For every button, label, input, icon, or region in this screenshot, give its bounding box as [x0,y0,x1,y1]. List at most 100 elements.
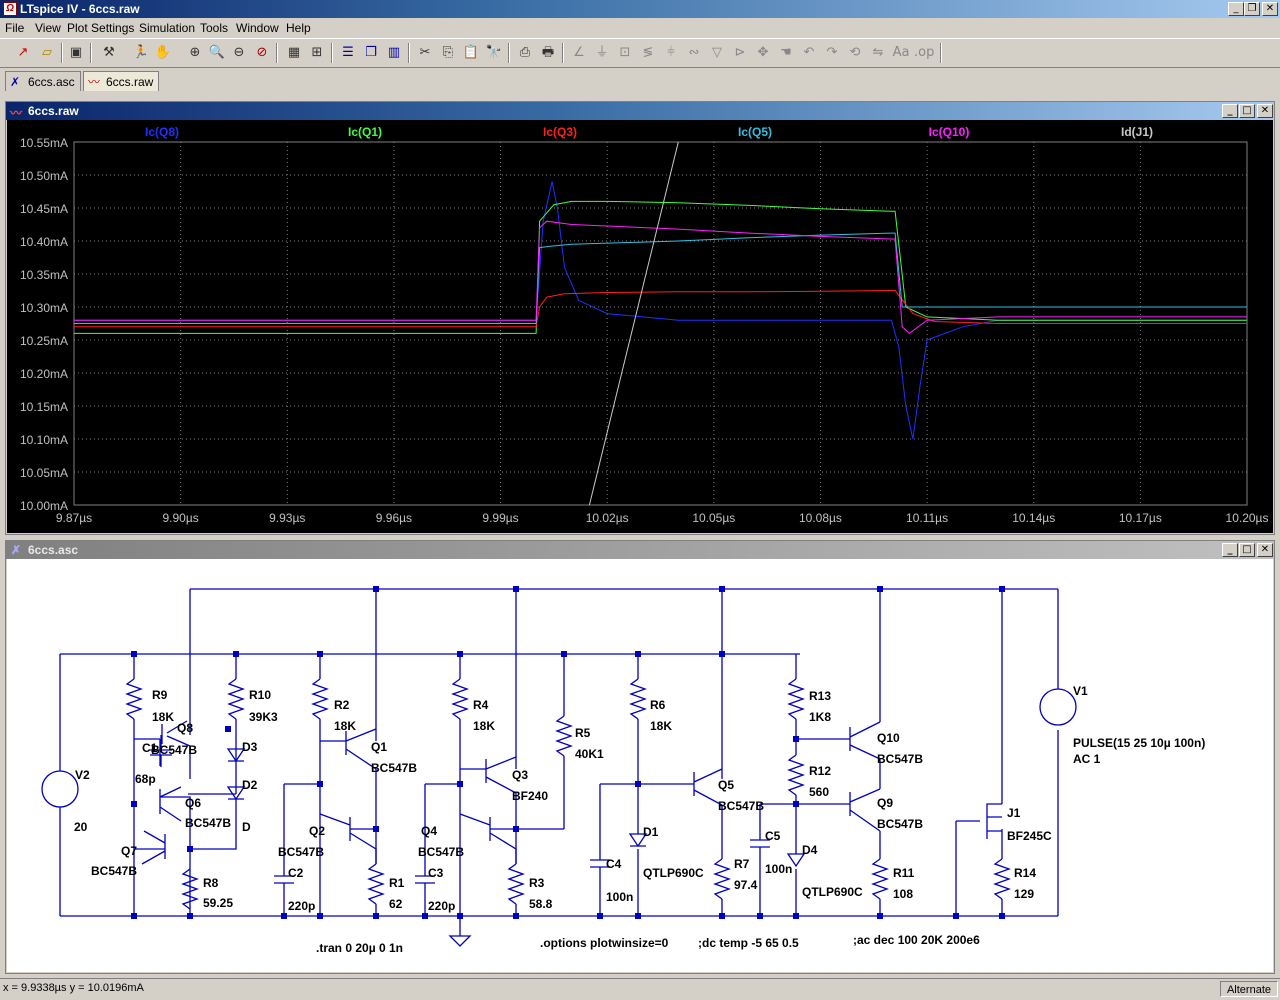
component-label[interactable]: J1 [1007,806,1021,820]
legend-icq8[interactable]: Ic(Q8) [145,125,179,139]
tab-schematic[interactable]: ✗ 6ccs.asc [5,71,81,91]
component-label[interactable]: PULSE(15 25 10µ 100n) [1073,736,1205,750]
component-label[interactable]: BC547B [877,752,923,766]
menu-window[interactable]: Window [236,21,279,35]
menu-file[interactable]: File [5,21,25,35]
wire-icon[interactable]: ∠ [573,45,585,60]
redo-icon[interactable]: ↷ [826,45,838,60]
component-label[interactable]: 108 [893,887,913,901]
component-label[interactable]: R1 [389,876,405,890]
copy-icon[interactable]: ⎘ [442,45,454,60]
plot-close-button[interactable]: ✕ [1257,104,1273,118]
menu-simulation[interactable]: Simulation [139,21,196,35]
spice-directive[interactable]: .options plotwinsize=0 [540,936,669,950]
component-label[interactable]: BC547B [371,761,417,775]
component-label[interactable]: R7 [734,857,750,871]
component-label[interactable]: Q5 [718,778,734,792]
component-label[interactable]: Q9 [877,796,893,810]
component-label[interactable]: R4 [473,698,489,712]
component-label[interactable]: C3 [428,866,444,880]
component-label[interactable]: R3 [529,876,545,890]
spice-directive[interactable]: .tran 0 20µ 0 1n [316,941,403,955]
grid-icon[interactable]: ⊞ [311,45,323,60]
component-label[interactable]: QTLP690C [802,885,863,899]
legend-icq5[interactable]: Ic(Q5) [738,125,772,139]
component-label[interactable]: Q2 [309,824,325,838]
component-label[interactable]: Q8 [177,721,193,735]
legend-icq1[interactable]: Ic(Q1) [348,125,382,139]
menu-view[interactable]: View [35,21,61,35]
tile-vertical-icon[interactable]: ▥ [387,45,401,60]
label-icon[interactable]: ⊡ [619,45,631,60]
zoom-box-icon[interactable]: 🔍 [208,45,226,60]
component-label[interactable]: D4 [802,843,818,857]
menu-plot-settings[interactable]: Plot Settings [67,21,135,35]
legend-icq3[interactable]: Ic(Q3) [543,125,577,139]
autorange-icon[interactable]: ▦ [287,45,301,60]
component-label[interactable]: 220p [288,899,315,913]
component-label[interactable]: 129 [1014,887,1034,901]
diode-icon[interactable]: ▽ [712,45,722,60]
component-label[interactable]: 1K8 [809,710,831,724]
minimize-button[interactable]: _ [1228,2,1244,16]
component-label[interactable]: Q6 [185,796,201,810]
waveform-window[interactable]: 〰 6ccs.raw _ □ ✕ Ic(Q8) Ic(Q1) Ic(Q3) Ic(Q5… [5,101,1275,535]
plot-minimize-button[interactable]: _ [1222,104,1238,118]
component-label[interactable]: Q3 [512,768,528,782]
component-label[interactable]: BF245C [1007,829,1052,843]
close-button[interactable]: ✕ [1262,2,1278,16]
component-label[interactable]: 68p [135,772,156,786]
component-label[interactable]: 39K3 [249,710,278,724]
new-schematic-icon[interactable]: ↗ [17,45,29,60]
zoom-fit-icon[interactable]: ⊘ [256,45,268,60]
component-label[interactable]: R13 [809,689,831,703]
spice-directive[interactable]: ;ac dec 100 20K 200e6 [853,933,980,947]
component-label[interactable]: Q1 [371,740,387,754]
drag-icon[interactable]: ☚ [780,45,792,60]
component-label[interactable]: 18K [152,710,174,724]
component-label[interactable]: AC 1 [1073,752,1101,766]
zoom-out-icon[interactable]: ⊖ [233,45,245,60]
component-label[interactable]: Q10 [877,731,900,745]
find-icon[interactable]: 🔭 [485,45,503,60]
component-label[interactable]: BC547B [718,799,764,813]
component-label[interactable]: D2 [242,778,258,792]
component-label[interactable]: BF240 [512,789,548,803]
capacitor-icon[interactable]: ⫩ [667,45,675,60]
component-label[interactable]: BC547B [185,816,231,830]
save-icon[interactable]: ▣ [69,45,83,60]
component-label[interactable]: R5 [575,726,591,740]
cut-icon[interactable]: ✂ [419,45,431,60]
waveform-window-titlebar[interactable]: 〰 6ccs.raw _ □ ✕ [6,102,1274,120]
open-icon[interactable]: ▱ [42,45,52,60]
rotate-icon[interactable]: ⟲ [849,45,861,60]
component-label[interactable]: C2 [288,866,304,880]
component-label[interactable]: V2 [75,768,90,782]
component-label[interactable]: R8 [203,876,219,890]
schematic-window[interactable]: ✗ 6ccs.asc _ □ ✕ [5,540,1275,974]
mirror-icon[interactable]: ⇋ [872,45,884,60]
tab-waveform[interactable]: 〰 6ccs.raw [83,71,159,91]
component-label[interactable]: 560 [809,785,829,799]
component-label[interactable]: 40K1 [575,747,604,761]
ground-icon[interactable]: ⏚ [595,45,609,60]
component-label[interactable]: R6 [650,698,666,712]
component-label[interactable]: 220p [428,899,455,913]
component-label[interactable]: 58.8 [529,897,553,911]
legend-idj1[interactable]: Id(J1) [1121,125,1153,139]
print-setup-icon[interactable]: ⎙ [519,45,531,60]
component-label[interactable]: V1 [1073,684,1088,698]
component-label[interactable]: BC547B [278,845,324,859]
component-label[interactable]: C4 [606,857,622,871]
resistor-icon[interactable]: ≶ [642,45,654,60]
undo-icon[interactable]: ↶ [803,45,815,60]
component-label[interactable]: R9 [152,688,168,702]
component-label[interactable]: 18K [473,719,495,733]
component-label[interactable]: Q4 [421,824,437,838]
component-label[interactable]: D3 [242,740,258,754]
component-label[interactable]: R10 [249,688,271,702]
component-label[interactable]: 18K [650,719,672,733]
component-label[interactable]: C1 [142,741,158,755]
component-label[interactable]: BC547B [877,817,923,831]
component-label[interactable]: R12 [809,764,831,778]
